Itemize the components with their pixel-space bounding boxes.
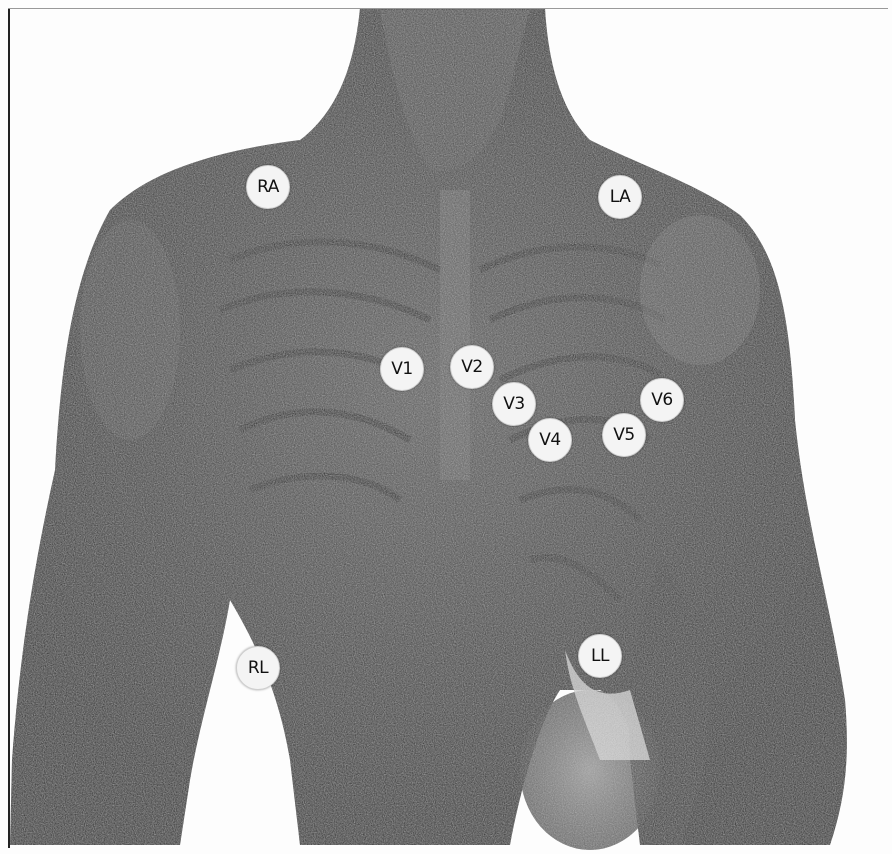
electrode-v5: V5 <box>602 413 646 457</box>
electrode-rl: RL <box>236 646 280 690</box>
frame-left-edge <box>8 8 10 848</box>
frame-top-edge <box>8 8 888 9</box>
electrode-la: LA <box>598 175 642 219</box>
electrode-v4: V4 <box>528 418 572 462</box>
electrode-v1: V1 <box>380 347 424 391</box>
electrode-ra: RA <box>246 165 290 209</box>
electrode-ll: LL <box>578 634 622 678</box>
electrode-v2: V2 <box>450 345 494 389</box>
electrode-v6: V6 <box>640 378 684 422</box>
electrode-v3: V3 <box>492 382 536 426</box>
